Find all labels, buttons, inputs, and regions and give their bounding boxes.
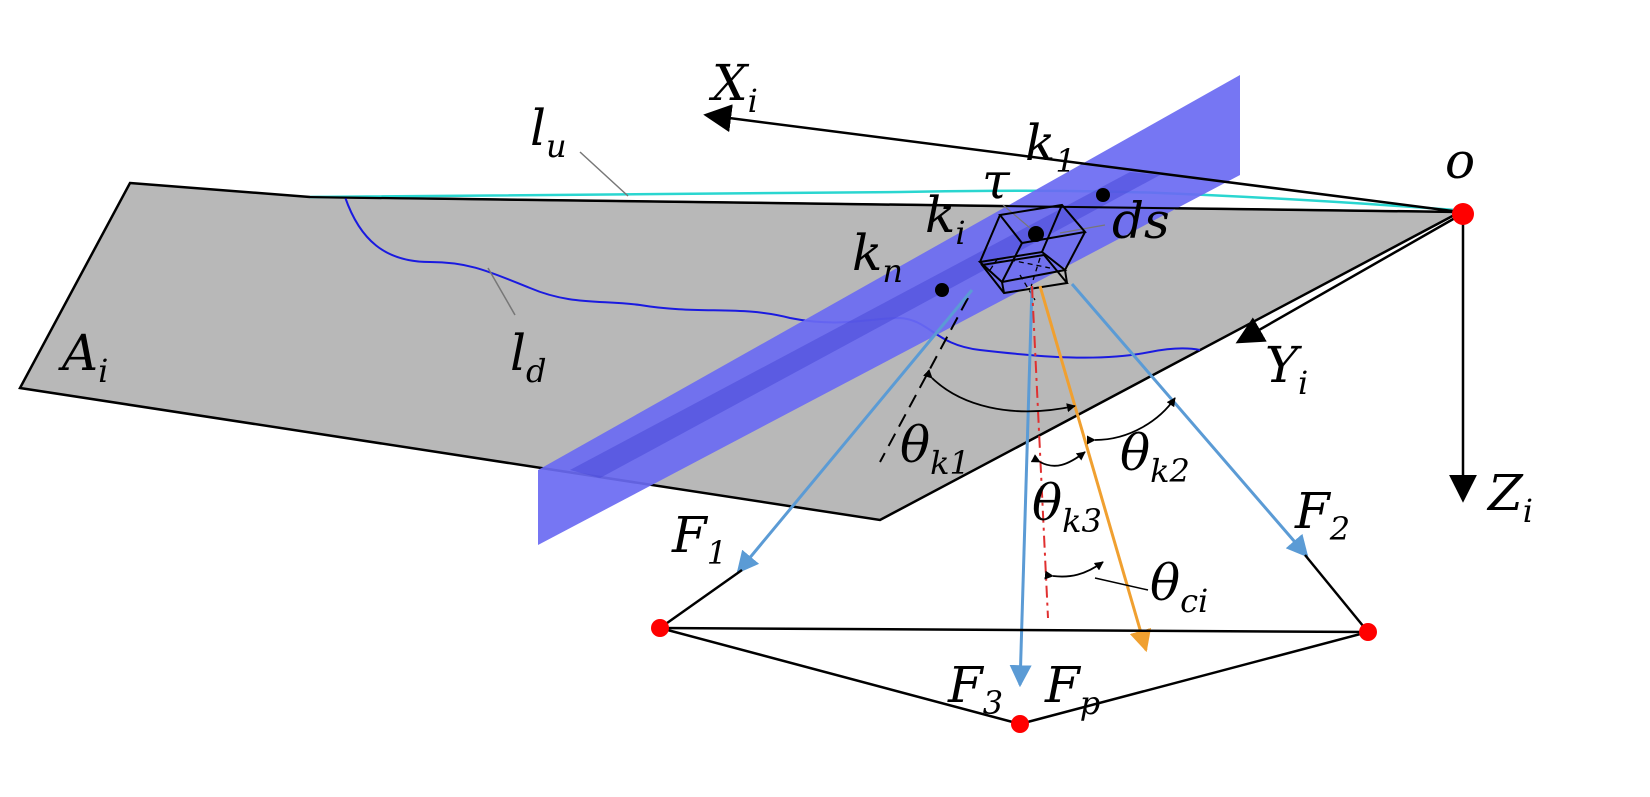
label-Yi: Yi: [1265, 336, 1308, 402]
force-F2-arrow: [1070, 283, 1309, 558]
anchor-node-1: [651, 619, 669, 637]
y-axis-arrow: [1235, 216, 1456, 344]
label-k1: k1: [1025, 114, 1076, 180]
force-F3-arrow: [1009, 285, 1034, 688]
point-ki: [1028, 226, 1044, 242]
label-theta-k3: θk3: [1032, 474, 1102, 540]
lu-leader: [579, 151, 629, 197]
label-theta-k1: θk1: [900, 416, 970, 482]
label-theta-k2: θk2: [1120, 424, 1190, 490]
label-lu: lu: [530, 99, 567, 165]
angle-arc-ci: [1044, 561, 1104, 580]
label-F3: F3: [947, 656, 1003, 722]
label-F1: F1: [671, 506, 727, 572]
upper-boundary-line: [309, 189, 1456, 212]
label-ds: ds: [1112, 192, 1170, 250]
plane-surface-overlap: [570, 172, 1160, 478]
anchor-triangle: [659, 554, 1369, 726]
label-Fp: Fp: [1044, 656, 1100, 722]
anchor-node-3: [1011, 715, 1029, 733]
label-o: o: [1445, 132, 1475, 190]
label-tau: τ: [982, 152, 1011, 210]
label-ld: ld: [510, 324, 546, 390]
surface-Ai: [18, 181, 1461, 522]
surface-element-box: [977, 203, 1087, 295]
label-Xi: Xi: [708, 54, 758, 120]
surface-top-edge: [309, 196, 1461, 213]
anchor-node-2: [1359, 623, 1377, 641]
label-ki: ki: [925, 186, 966, 252]
x-axis-arrow: [703, 104, 1461, 214]
point-kn: [935, 283, 949, 297]
label-theta-ci: θci: [1150, 554, 1208, 620]
element-dashed-box: [989, 254, 1051, 301]
angle-arc-k2: [1086, 397, 1176, 445]
origin-node: [1452, 203, 1474, 225]
theta-ci-leader: [1094, 577, 1149, 591]
tau-leader: [1002, 204, 1031, 229]
angle-arc-k1: [923, 369, 1076, 413]
force-F1-arrow: [736, 289, 974, 574]
ld-leader: [487, 267, 516, 316]
label-Zi: Zi: [1486, 464, 1533, 530]
lower-boundary-line: [344, 196, 1201, 359]
label-Ai: Ai: [58, 324, 108, 390]
resultant-Fp-arrow: [1038, 285, 1152, 653]
label-F2: F2: [1294, 482, 1350, 548]
point-k1: [1096, 188, 1110, 202]
label-kn: kn: [852, 224, 903, 290]
angle-arc-k3: [1030, 451, 1086, 467]
